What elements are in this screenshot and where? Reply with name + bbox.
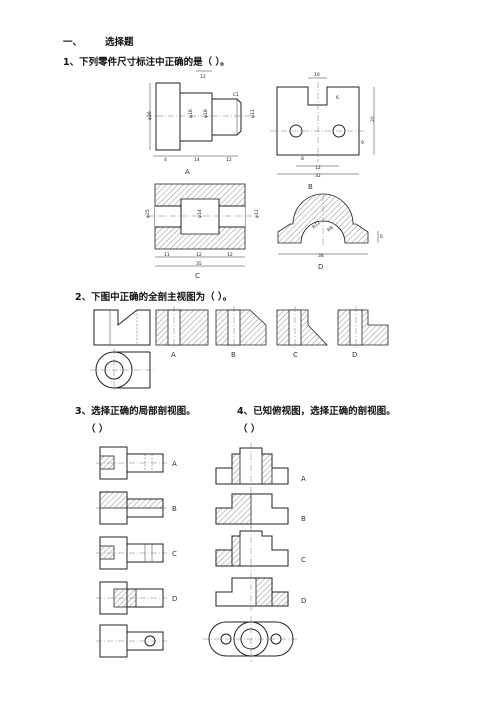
section-title: 选择题	[105, 37, 134, 48]
q2-given-views	[90, 309, 154, 392]
dim-c-12a: 12	[196, 252, 202, 258]
q2-option-b: B	[215, 306, 267, 359]
label-b: B	[308, 183, 313, 191]
q3-label-d: D	[172, 595, 177, 603]
q3-answer-blank: （ ）	[86, 424, 109, 435]
dim-c-phi14: φ14	[197, 209, 203, 218]
q1-figure-d: R12 R8 6 38 D	[277, 193, 383, 271]
question-2: 2、下图中正确的全剖主视图为（ ）。	[75, 292, 233, 303]
q2-label-b: B	[231, 351, 236, 359]
q2-label-d: D	[352, 351, 357, 359]
dim-c-11: 11	[164, 252, 170, 258]
q1-figure-c: φ25 φ14 φ12 11 12 12 35 C	[145, 183, 260, 280]
dim-a-phi18: φ18	[203, 109, 209, 118]
q4-option-d: D	[215, 573, 306, 611]
dim-d-r12: R12	[311, 220, 322, 230]
q3-given-view	[96, 624, 167, 658]
q3-options: A B C D	[96, 446, 177, 658]
q1-figure-a: 12 C1 φ26 φ16 φ18 φ11 4 14 12 A	[146, 70, 256, 176]
q4-option-a: A	[215, 443, 306, 489]
q3-option-d: D	[96, 581, 177, 615]
dim-d-6: 6	[380, 234, 383, 240]
dim-d-38: 38	[318, 253, 324, 259]
q4-answer-blank: （ ）	[238, 424, 261, 435]
dim-b-8: 8	[301, 156, 304, 162]
q3-option-a: A	[96, 446, 177, 480]
q4-option-b: B	[215, 489, 306, 529]
q2-option-a: A	[155, 306, 209, 359]
q2-label-c: C	[293, 351, 298, 359]
q2-label-a: A	[171, 351, 176, 359]
dim-c-phi25: φ25	[145, 209, 151, 218]
q3-label-a: A	[172, 460, 177, 468]
question-3: 3、选择正确的局部剖视图。	[75, 406, 196, 417]
dim-b-20: 20	[370, 116, 376, 122]
dim-c-12b: 12	[227, 252, 233, 258]
label-c: C	[195, 272, 200, 280]
dim-a-4: 4	[164, 157, 167, 163]
dim-b-9: 9	[361, 140, 364, 146]
dim-b-12: 12	[315, 165, 321, 171]
label-a: A	[185, 168, 190, 176]
q4-option-c: C	[215, 526, 306, 571]
dim-b-10: 10	[314, 72, 320, 78]
q3-option-c: C	[96, 536, 177, 570]
dim-a-phi16: φ16	[188, 109, 194, 118]
q3-label-b: B	[172, 505, 177, 513]
q4-label-a: A	[301, 475, 306, 483]
dim-b-32: 32	[315, 173, 321, 179]
q3-option-b: B	[96, 491, 177, 525]
q2-option-c: C	[276, 306, 328, 359]
dim-a-phi11: φ11	[250, 109, 256, 118]
dim-a-phi26: φ26	[147, 111, 153, 120]
q4-label-d: D	[301, 597, 306, 605]
q4-label-c: C	[301, 556, 306, 564]
dim-d-r8: R8	[326, 225, 335, 234]
label-d: D	[318, 263, 323, 271]
question-4: 4、已知俯视图，选择正确的剖视图。	[237, 406, 396, 417]
dim-c-35: 35	[196, 261, 202, 267]
q3-label-c: C	[172, 550, 177, 558]
q4-top-view	[203, 616, 299, 662]
dim-a-12: 12	[200, 74, 206, 80]
q1-figure-b: 10 6 20 8 9 12 32 B	[270, 72, 376, 191]
dim-a-12b: 12	[226, 157, 232, 163]
dim-b-6: 6	[336, 95, 339, 101]
question-1: 1、下列零件尺寸标注中正确的是（ ）。	[63, 57, 230, 68]
section-number: 一、	[63, 37, 83, 48]
dim-a-14: 14	[194, 157, 200, 163]
q4-options: A B C D	[203, 443, 306, 662]
dim-a-c1: C1	[233, 92, 239, 98]
dim-c-phi12: φ12	[254, 209, 260, 218]
q2-option-d: D	[337, 306, 389, 359]
q4-label-b: B	[301, 515, 306, 523]
